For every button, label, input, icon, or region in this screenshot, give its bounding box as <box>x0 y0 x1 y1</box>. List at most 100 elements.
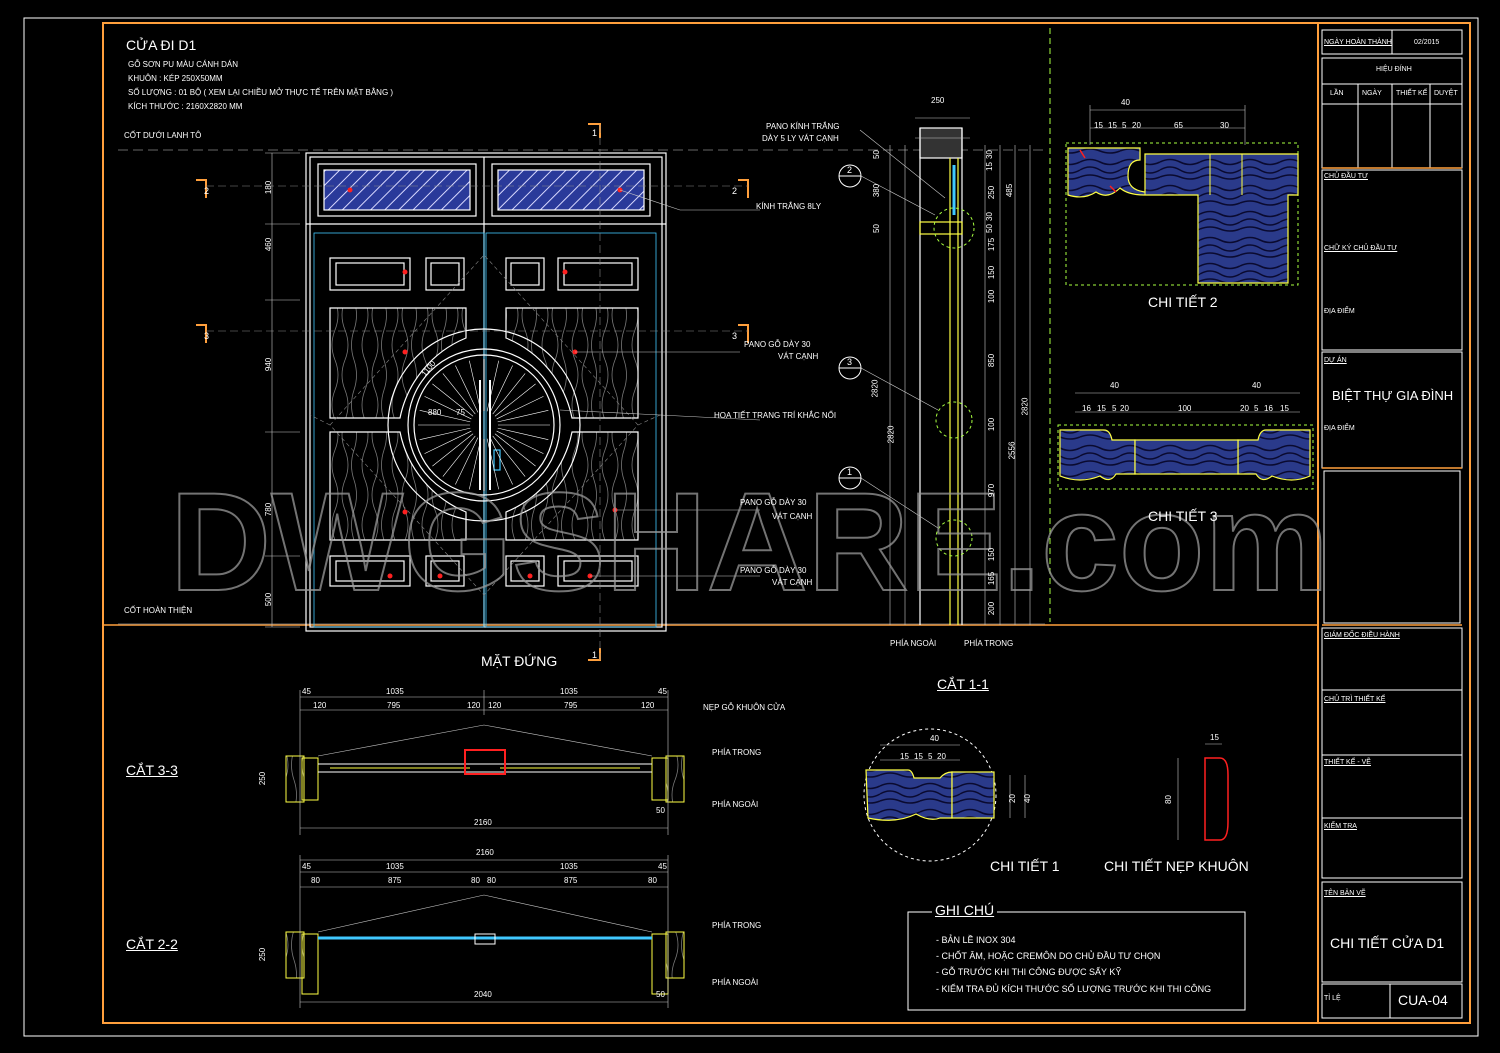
d3-dim-15r: 15 <box>1280 404 1289 413</box>
tb-rev-col-4: DUYỆT <box>1434 90 1458 97</box>
fan-ray <box>424 396 472 420</box>
fan-ray <box>419 410 471 423</box>
note-size: KÍCH THƯỚC : 2160X2820 MM <box>128 102 243 111</box>
d1-dim-20a: 20 <box>937 752 946 761</box>
bubble-1: 1 <box>847 467 853 477</box>
s11-dim-2820c: 2820 <box>1020 397 1030 416</box>
tb-director: GIÁM ĐỐC ĐIỀU HÀNH <box>1324 632 1400 639</box>
section-3-3-caption: CẮT 3-3 <box>126 762 178 778</box>
d3-dim-20r: 20 <box>1240 404 1249 413</box>
d2-dim-20: 20 <box>1132 121 1141 130</box>
d3-dim-40-right: 40 <box>1252 381 1261 390</box>
detail-2-caption: CHI TIẾT 2 <box>1148 294 1218 310</box>
s11-dim-50a: 50 <box>871 150 881 159</box>
dim-75: 75 <box>456 408 465 417</box>
s22-dim-45a: 45 <box>302 862 311 871</box>
fan-ray <box>432 383 474 417</box>
tb-owner: CHỦ ĐẦU TƯ <box>1324 173 1368 180</box>
d1-dim-40: 40 <box>930 734 939 743</box>
callout-wood-panel-b: PANO GỖ DÀY 30 <box>740 498 807 507</box>
outer-border <box>23 17 1479 1037</box>
tb-rev-col-1: LẦN <box>1330 90 1344 97</box>
fan-ray <box>424 430 472 454</box>
trim-detail <box>1177 743 1229 841</box>
s11-dim-100a: 100 <box>987 289 997 304</box>
section-1-1 <box>919 127 963 625</box>
fan-ray <box>497 410 549 423</box>
s33-dim-45b: 45 <box>658 687 667 696</box>
s11-dim-200: 200 <box>987 601 997 616</box>
detail-1-caption: CHI TIẾT 1 <box>990 858 1060 874</box>
dim-500: 500 <box>264 592 274 607</box>
fan-ray <box>469 360 482 412</box>
s11-top-dim: 250 <box>931 96 945 105</box>
note-material: GỖ SƠN PU MÀU CÁNH DÁN <box>128 60 238 69</box>
d1-dim-20b: 20 <box>1007 794 1017 803</box>
detail-1-profile <box>863 728 1026 862</box>
tb-rev-col-2: NGÀY <box>1362 90 1382 97</box>
s22-dim-875a: 875 <box>388 876 402 885</box>
s11-dim-2820a: 2820 <box>870 379 880 398</box>
fan-ray <box>496 430 544 454</box>
d1-dim-15b: 15 <box>914 752 923 761</box>
s22-inside: PHÍA TRONG <box>712 921 762 930</box>
d3-dim-100: 100 <box>1178 404 1192 413</box>
d2-dim-15a: 15 <box>1094 121 1103 130</box>
elevation-caption: MẶT ĐỨNG <box>481 653 558 669</box>
s11-dim-30b: 30 <box>984 212 994 221</box>
section-3-3 <box>285 690 685 835</box>
tb-project-location: ĐỊA ĐIỂM <box>1324 425 1355 432</box>
s33-height: 250 <box>258 771 268 786</box>
bubble-2: 2 <box>847 165 853 175</box>
callout-frame-trim: NẸP GỖ KHUÔN CỬA <box>703 703 786 712</box>
ghi-chu-item-2: - CHỐT ÂM, HOẶC CREMÔN DO CHỦ ĐẦU TƯ CHỌ… <box>936 951 1161 961</box>
ghi-chu-item-1: - BẢN LỀ INOX 304 <box>936 935 1016 945</box>
s22-dim-875b: 875 <box>564 876 578 885</box>
s22-side-dim: 50 <box>656 990 665 999</box>
panel-guide-lines <box>309 254 661 596</box>
s11-dim-15: 15 <box>984 162 994 171</box>
leader-lines <box>559 129 946 577</box>
s22-height: 250 <box>258 947 268 962</box>
fan-ray <box>492 435 526 477</box>
d2-dim-65: 65 <box>1174 121 1183 130</box>
s33-outside: PHÍA NGOÀI <box>712 800 759 809</box>
s22-dim-80c: 80 <box>487 876 496 885</box>
callout-glass-panel-2: DÀY 5 LY VÁT CẠNH <box>762 134 839 143</box>
tb-scale-label: TỈ LỆ <box>1324 995 1341 1002</box>
s33-dim-45a: 45 <box>302 687 311 696</box>
section-1-1-caption: CẮT 1-1 <box>937 676 989 692</box>
section-2-2-caption: CẮT 2-2 <box>126 936 178 952</box>
lintel-level-label: CỐT DƯỚI LANH TÔ <box>124 131 202 140</box>
s11-dim-380: 380 <box>872 183 882 198</box>
section-1-1-detail-circles <box>933 207 975 557</box>
tb-check: KIỂM TRA <box>1324 823 1357 830</box>
tb-rev-col-3: THIẾT KẾ <box>1396 90 1428 97</box>
elevation-dimension-chain <box>265 152 300 628</box>
bubble-3: 3 <box>847 357 853 367</box>
callout-wood-panel-a: PANO GỖ DÀY 30 <box>744 340 811 349</box>
s22-dim-1035a: 1035 <box>386 862 404 871</box>
s11-dim-30: 30 <box>984 150 994 159</box>
fan-ray <box>486 360 499 412</box>
fan-ray <box>489 365 513 413</box>
fan-ray <box>442 373 476 415</box>
tb-date-label: NGÀY HOÀN THÀNH <box>1324 39 1392 46</box>
d2-dim-40: 40 <box>1121 98 1130 107</box>
fan-carving <box>418 359 550 491</box>
s11-dim-250: 250 <box>987 185 997 200</box>
fan-ray <box>489 437 513 485</box>
d1-dim-40b: 40 <box>1022 794 1032 803</box>
callout-bevel-a: VÁT CẠNH <box>778 352 819 361</box>
d3-dim-16r: 16 <box>1264 404 1273 413</box>
title-block-accent-lines <box>1322 167 1462 626</box>
ghi-chu-item-4: - KIỂM TRA ĐỦ KÍCH THƯỚC SỐ LƯỢNG TRƯỚC … <box>936 984 1212 994</box>
notes-box <box>907 911 1246 1011</box>
watermark: DWGSHARE.com <box>170 463 1329 620</box>
s33-dim-795a: 795 <box>387 701 401 710</box>
dim-880: 880 <box>428 408 442 417</box>
d3-dim-15: 15 <box>1097 404 1106 413</box>
note-frame: KHUÔN : KÉP 250X50MM <box>128 74 223 83</box>
tb-drawing-name: CHI TIẾT CỬA D1 <box>1330 935 1445 951</box>
s33-total: 2160 <box>474 818 492 827</box>
